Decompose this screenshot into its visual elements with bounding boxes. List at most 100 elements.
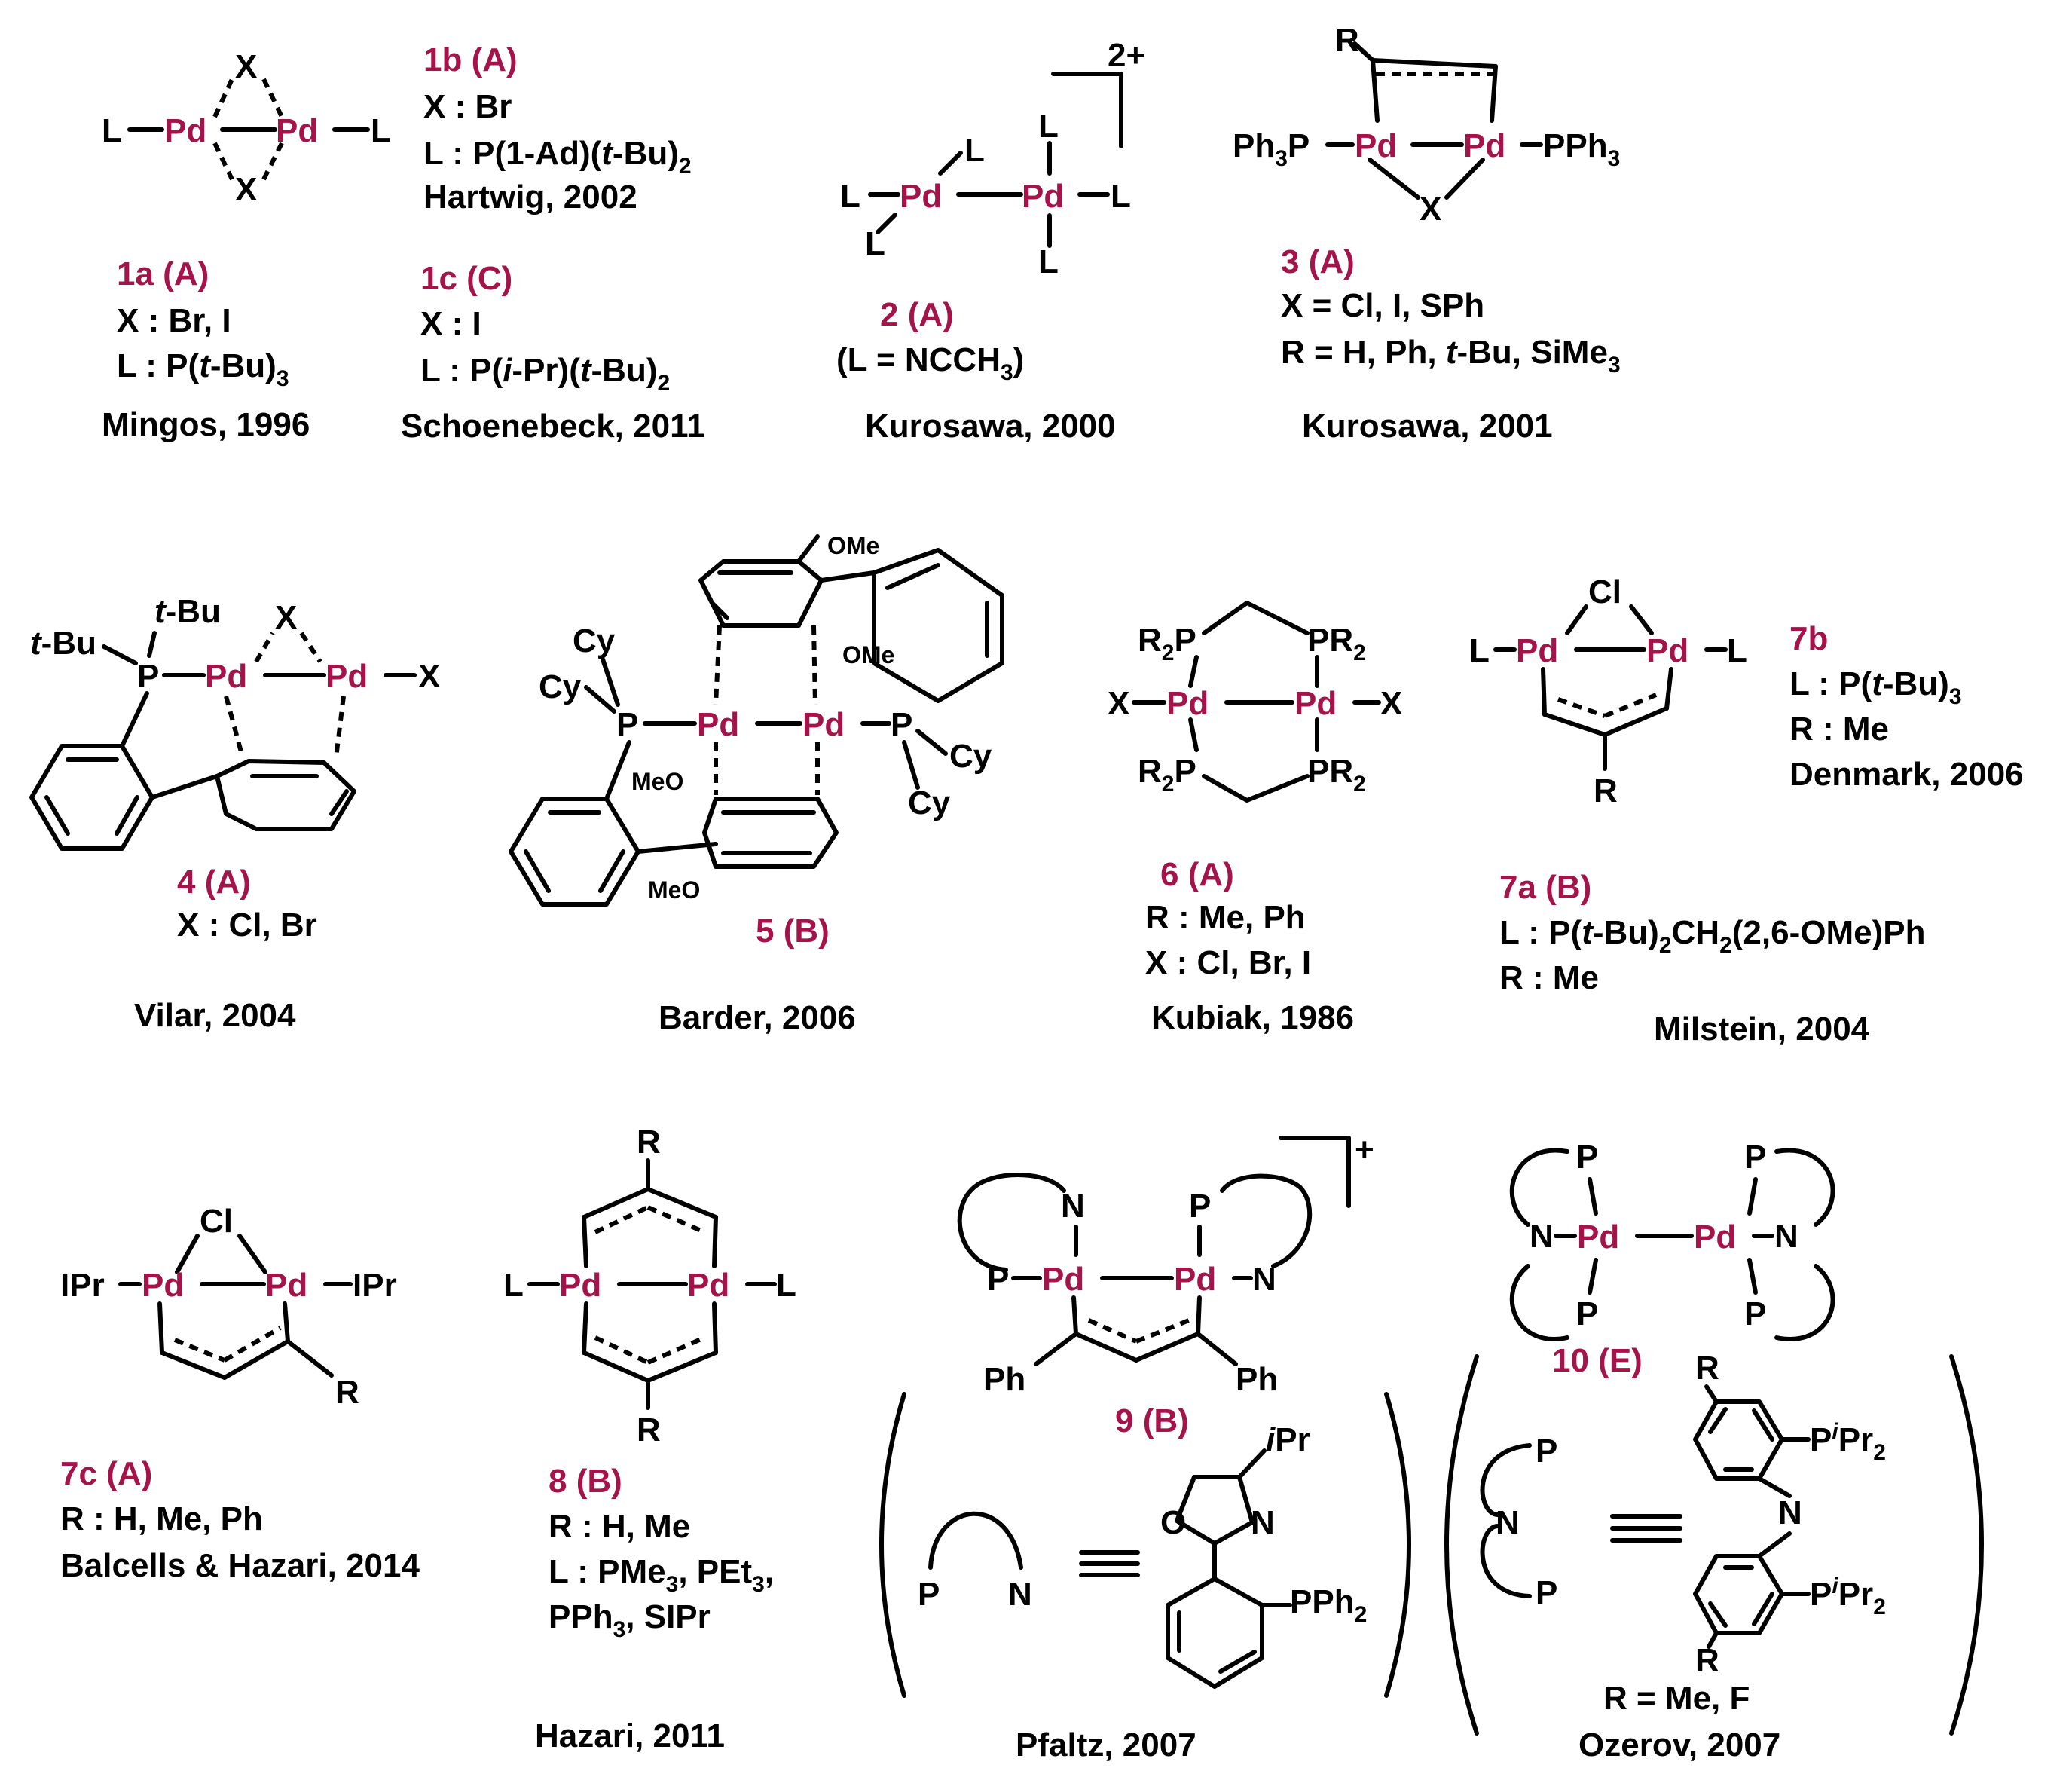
text-3-r: R = H, Ph, t-Bu, SiMe3 (1281, 334, 1621, 378)
charge-plus: + (1355, 1131, 1374, 1168)
text-7b-r: R : Me (1789, 711, 1889, 748)
palladium-atom: Pd (1646, 632, 1688, 669)
compound-9-structure: + N P Pd Pd N P Ph Ph (957, 1131, 1374, 1398)
text-1c-l: L : P(i-Pr)(t-Bu)2 (420, 352, 670, 396)
substituent-r: R (1335, 22, 1359, 59)
phosphorus-atom: P (1576, 1295, 1598, 1332)
ref-9: Pfaltz, 2007 (1016, 1726, 1196, 1763)
ligand-l: L (102, 112, 122, 149)
ligand-l: L (1038, 243, 1059, 280)
palladium-atom: Pd (1577, 1219, 1619, 1255)
palladium-atom: Pd (276, 112, 318, 149)
palladium-atom: Pd (265, 1267, 307, 1304)
palladium-atom: Pd (1355, 127, 1397, 164)
substituent-r: R (637, 1124, 661, 1161)
label-9: 9 (B) (1115, 1402, 1189, 1439)
text-1b-l: L : P(1-Ad)(t-Bu)2 (423, 135, 692, 179)
ligand-ph3p: Ph3P (1233, 127, 1310, 171)
label-7a: 7a (B) (1499, 869, 1591, 906)
palladium-atom: Pd (1294, 685, 1337, 722)
text-6-x: X : Cl, Br, I (1145, 944, 1311, 981)
text-7c-r: R : H, Me, Ph (60, 1500, 263, 1537)
ref-8: Hazari, 2011 (535, 1717, 725, 1754)
compound-7ab-structure: Cl L Pd Pd L R (1469, 573, 1747, 809)
ref-3: Kurosawa, 2001 (1302, 408, 1553, 445)
substituent-tbu: t-Bu (30, 625, 96, 662)
nitrogen-atom: N (1061, 1188, 1085, 1225)
ligand-pph2: PPh2 (1290, 1583, 1367, 1627)
phosphorus-atom: P (987, 1261, 1009, 1298)
palladium-atom: Pd (1516, 632, 1558, 669)
nitrogen-atom: N (1008, 1576, 1032, 1613)
ligand-x: X (1108, 685, 1129, 722)
ref-7b: Denmark, 2006 (1789, 756, 2024, 793)
compound-10-structure: P P N Pd Pd N P P (1509, 1139, 1835, 1341)
ligand-ipr: IPr (353, 1267, 397, 1304)
text-2-l: (L = NCCH3) (836, 341, 1024, 385)
ref-4: Vilar, 2004 (134, 997, 296, 1034)
bridge-x: X (235, 171, 257, 208)
bridge-cl: Cl (200, 1203, 233, 1240)
palladium-atom: Pd (802, 706, 845, 743)
nitrogen-atom: N (1774, 1218, 1798, 1255)
ligand-ipr: IPr (60, 1267, 105, 1304)
pn-ligand-definition: P N iPr O N PPh2 (879, 1392, 1411, 1698)
label-7b: 7b (1789, 620, 1828, 657)
label-7c: 7c (A) (60, 1455, 152, 1492)
palladium-atom: Pd (1166, 685, 1209, 722)
phosphorus-atom: P (1744, 1295, 1766, 1332)
phosphorus-atom: P (1536, 1574, 1557, 1611)
text-1a-l: L : P(t-Bu)3 (117, 347, 289, 391)
label-3: 3 (A) (1281, 243, 1355, 280)
compound-8-structure: R L Pd Pd L R (503, 1124, 796, 1448)
ref-5: Barder, 2006 (659, 999, 856, 1036)
ligand-l: L (1469, 632, 1490, 669)
ligand-x: X (418, 658, 440, 695)
palladium-atom: Pd (142, 1267, 184, 1304)
ligand-pipr2: PiPr2 (1810, 1419, 1886, 1465)
phosphorus-atom: P (1189, 1188, 1211, 1225)
phosphorus-atom: P (137, 658, 159, 695)
text-8-l1: L : PMe3, PEt3, (549, 1553, 774, 1597)
text-6-r: R : Me, Ph (1145, 899, 1306, 936)
palladium-atom: Pd (1042, 1261, 1084, 1298)
substituent-r: R (1594, 772, 1618, 809)
substituent-ipr: iPr (1266, 1421, 1310, 1458)
ref-7a: Milstein, 2004 (1654, 1011, 1870, 1048)
palladium-atom: Pd (205, 658, 247, 695)
label-6: 6 (A) (1160, 856, 1234, 893)
phosphorus-atom: P (891, 706, 912, 743)
label-1b: 1b (A) (423, 41, 518, 78)
text-1b-x: X : Br (423, 88, 512, 125)
text-7b-l: L : P(t-Bu)3 (1789, 665, 1962, 709)
ligand-l: L (1727, 632, 1747, 669)
phosphorus-atom: P (1576, 1139, 1598, 1176)
nitrogen-atom: N (1496, 1504, 1520, 1541)
text-3-x: X = Cl, I, SPh (1281, 287, 1484, 324)
compound-3-structure: R Ph3P Pd Pd PPh3 X (1233, 22, 1620, 228)
palladium-atom: Pd (697, 706, 739, 743)
text-10-r: R = Me, F (1603, 1680, 1750, 1717)
substituent-r: R (335, 1374, 359, 1411)
palladium-atom: Pd (900, 178, 942, 215)
palladium-atom: Pd (1174, 1261, 1216, 1298)
nitrogen-atom: N (1778, 1494, 1802, 1531)
methoxy-ome: OMe (842, 641, 894, 668)
phosphorus-atom: P (1744, 1139, 1766, 1176)
substituent-r: R (1695, 1642, 1719, 1679)
nitrogen-atom: N (1251, 1504, 1275, 1541)
palladium-atom: Pd (687, 1267, 729, 1304)
bridge-x: X (1420, 191, 1441, 228)
ligand-l: L (1111, 178, 1131, 215)
substituent-r: R (637, 1411, 661, 1448)
ref-6: Kubiak, 1986 (1151, 999, 1354, 1036)
substituent-cy: Cy (573, 622, 616, 659)
ref-1b: Hartwig, 2002 (423, 179, 637, 216)
label-1a: 1a (A) (117, 255, 209, 292)
bridge-x: X (275, 599, 297, 636)
ref-7c: Balcells & Hazari, 2014 (60, 1547, 420, 1584)
text-1c-x: X : I (420, 305, 481, 342)
compound-4-structure: t-Bu t-Bu P Pd Pd X X (29, 593, 440, 851)
compound-6-structure: R2P PR2 X Pd Pd X R2P PR2 (1108, 601, 1402, 803)
